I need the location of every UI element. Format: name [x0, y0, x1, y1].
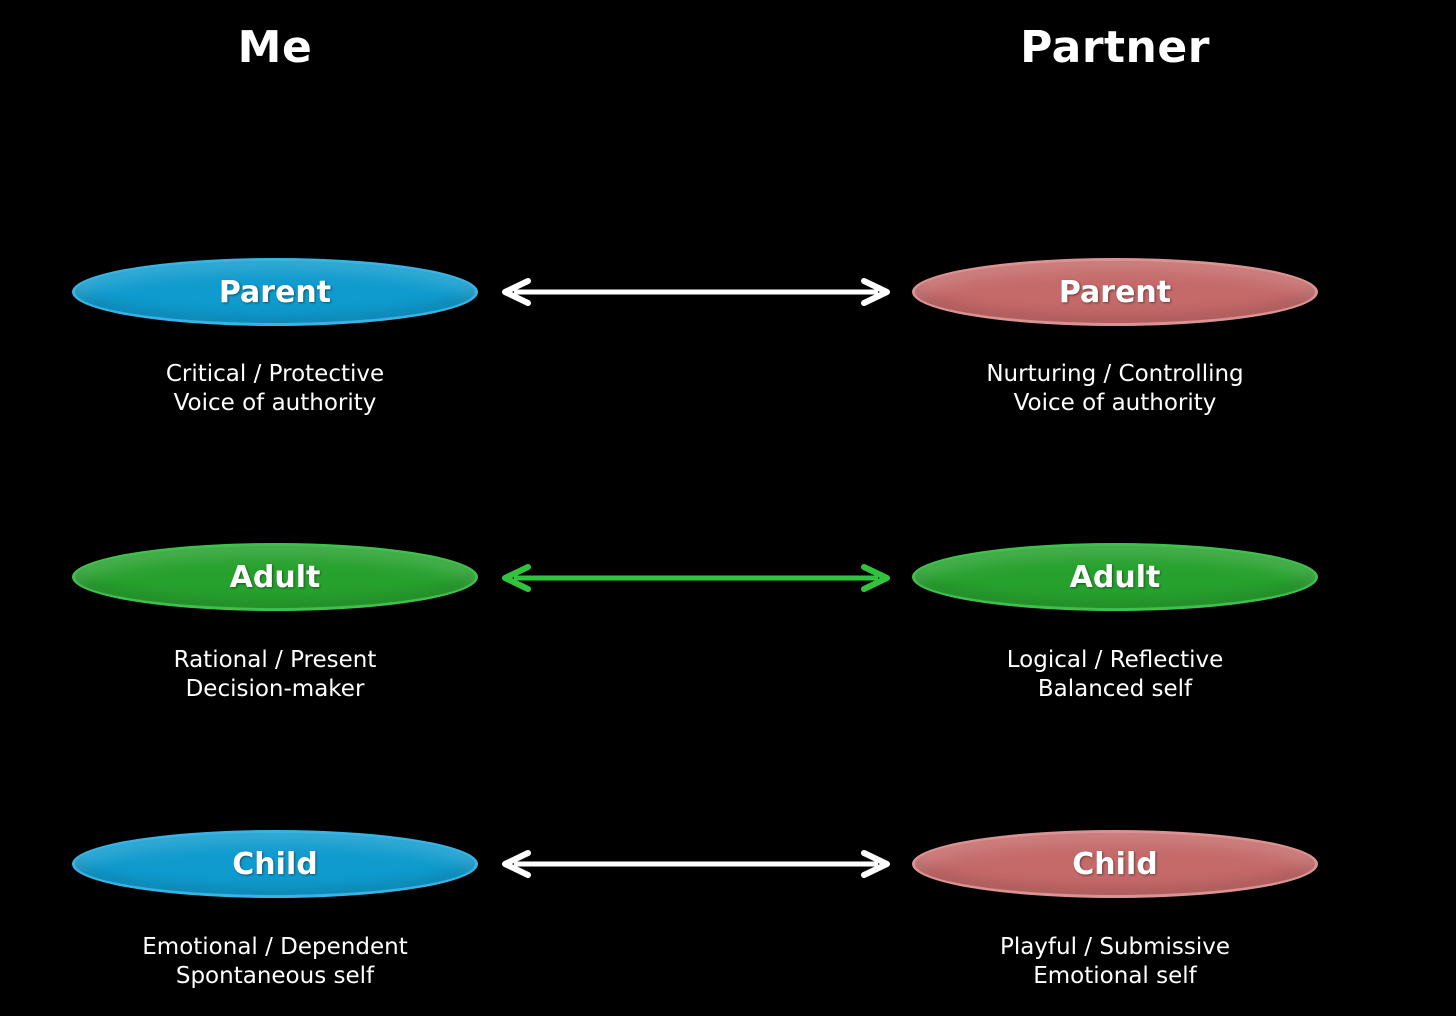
- desc-line: Balanced self: [1037, 676, 1193, 702]
- desc-line: Voice of authority: [1013, 390, 1217, 416]
- desc-line: Critical / Protective: [165, 361, 385, 387]
- arrow-parent-bidirectional: [502, 278, 890, 306]
- desc-line: Spontaneous self: [175, 963, 375, 989]
- arrow-adult-bidirectional: [502, 564, 890, 592]
- column-header-me: Me: [237, 22, 313, 73]
- desc-line: Logical / Reflective: [1006, 647, 1224, 673]
- node-partner-child-label: Child: [1072, 846, 1158, 882]
- desc-line: Rational / Present: [173, 647, 377, 673]
- desc-me-child: Emotional / Dependent Spontaneous self: [55, 933, 495, 991]
- desc-line: Emotional self: [1033, 963, 1197, 989]
- node-me-child: Child: [72, 830, 478, 898]
- arrow-child-bidirectional: [502, 850, 890, 878]
- node-partner-child: Child: [912, 830, 1318, 898]
- desc-line: Decision-maker: [185, 676, 365, 702]
- node-me-child-label: Child: [232, 846, 318, 882]
- node-partner-adult-label: Adult: [1069, 559, 1161, 595]
- desc-me-adult: Rational / Present Decision-maker: [55, 646, 495, 704]
- node-partner-parent: Parent: [912, 258, 1318, 326]
- node-me-adult: Adult: [72, 543, 478, 611]
- desc-line: Voice of authority: [173, 390, 377, 416]
- desc-line: Emotional / Dependent: [142, 934, 408, 960]
- desc-line: Nurturing / Controlling: [986, 361, 1244, 387]
- desc-partner-adult: Logical / Reflective Balanced self: [895, 646, 1335, 704]
- desc-me-parent: Critical / Protective Voice of authority: [55, 360, 495, 418]
- desc-partner-parent: Nurturing / Controlling Voice of authori…: [895, 360, 1335, 418]
- node-partner-parent-label: Parent: [1058, 274, 1172, 310]
- column-header-partner: Partner: [1020, 22, 1210, 73]
- desc-partner-child: Playful / Submissive Emotional self: [895, 933, 1335, 991]
- desc-line: Playful / Submissive: [999, 934, 1231, 960]
- node-me-adult-label: Adult: [229, 559, 321, 595]
- node-partner-adult: Adult: [912, 543, 1318, 611]
- node-me-parent-label: Parent: [218, 274, 332, 310]
- node-me-parent: Parent: [72, 258, 478, 326]
